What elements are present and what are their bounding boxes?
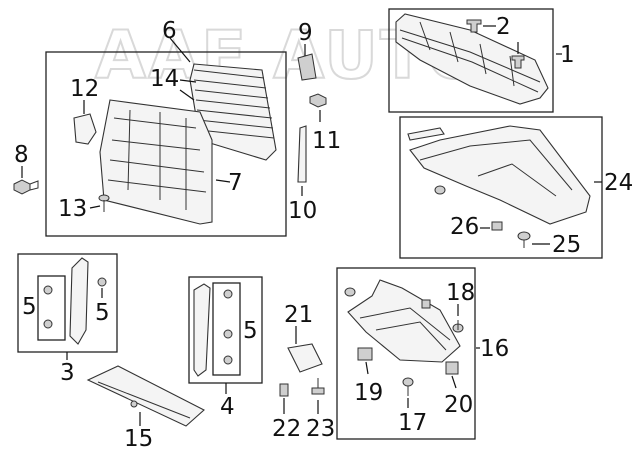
callout-20: 20 bbox=[444, 392, 473, 418]
callout-18: 18 bbox=[446, 280, 475, 306]
callout-12: 12 bbox=[70, 76, 99, 102]
bracket-part-4 bbox=[193, 283, 211, 377]
screw-part-13 bbox=[98, 194, 110, 212]
callout-24: 24 bbox=[604, 170, 633, 196]
fastener-part-23 bbox=[311, 378, 325, 395]
callout-1: 1 bbox=[560, 42, 575, 68]
callout-5-right-of-bracket-3: 5 bbox=[95, 300, 110, 326]
callout-26: 26 bbox=[450, 214, 479, 240]
callout-23: 23 bbox=[306, 416, 335, 442]
screws-part-5-right bbox=[223, 289, 233, 365]
callout-19: 19 bbox=[354, 380, 383, 406]
bracket-part-3 bbox=[69, 257, 89, 345]
fastener-part-22 bbox=[279, 383, 289, 397]
fastener-under-cover bbox=[434, 185, 446, 195]
callout-22: 22 bbox=[272, 416, 301, 442]
bolt-part-11 bbox=[309, 93, 327, 108]
fastener-splash-shield bbox=[344, 287, 356, 297]
group-box-radiator-shutter bbox=[45, 51, 287, 237]
screws-part-5-left bbox=[43, 277, 107, 329]
bolt-part-8 bbox=[13, 179, 39, 195]
under-cover-part bbox=[407, 125, 591, 225]
bracket-part-21 bbox=[287, 343, 323, 373]
clip-splash-shield bbox=[421, 299, 431, 309]
callout-6: 6 bbox=[162, 18, 177, 44]
callout-2: 2 bbox=[496, 14, 511, 40]
fastener-part-25 bbox=[517, 231, 531, 248]
splash-shield-part-16 bbox=[347, 279, 461, 363]
callout-17: 17 bbox=[398, 410, 427, 436]
callout-16: 16 bbox=[480, 336, 509, 362]
clip-part-20 bbox=[445, 361, 459, 375]
leader-lines bbox=[21, 25, 602, 426]
callout-10: 10 bbox=[288, 198, 317, 224]
group-box-cowl-panel bbox=[388, 8, 554, 113]
shutter-louvers-part bbox=[189, 63, 277, 161]
fastener-part-26 bbox=[491, 221, 503, 231]
clip-part-19 bbox=[357, 347, 373, 361]
group-box-under-cover bbox=[399, 116, 603, 259]
cowl-panel-part bbox=[395, 13, 549, 105]
callout-15: 15 bbox=[124, 426, 153, 452]
group-box-splash-shield bbox=[336, 267, 476, 440]
callout-7: 7 bbox=[228, 170, 243, 196]
callout-5-left: 5 bbox=[22, 294, 37, 320]
clip-part-12 bbox=[73, 113, 97, 145]
fastener-part-18 bbox=[452, 320, 464, 333]
callout-25: 25 bbox=[552, 232, 581, 258]
air-deflector-frame-part bbox=[99, 99, 213, 225]
callout-8: 8 bbox=[14, 142, 29, 168]
callout-13: 13 bbox=[58, 196, 87, 222]
callout-4: 4 bbox=[220, 394, 235, 420]
bracket-part-9 bbox=[297, 53, 317, 81]
shield-part-15 bbox=[86, 365, 205, 427]
callout-3: 3 bbox=[60, 360, 75, 386]
clip-part-2 bbox=[466, 19, 525, 69]
callout-21: 21 bbox=[284, 302, 313, 328]
inner-box-screws-right bbox=[212, 282, 241, 376]
callout-14: 14 bbox=[150, 66, 179, 92]
callout-labels: 1 2 3 4 5 5 5 6 7 8 9 10 11 12 13 14 15 … bbox=[14, 14, 633, 452]
callout-11: 11 bbox=[312, 128, 341, 154]
strip-part-10 bbox=[297, 125, 307, 183]
callout-9: 9 bbox=[298, 20, 313, 46]
fastener-part-17 bbox=[402, 377, 414, 396]
callout-5-bracket-4: 5 bbox=[243, 318, 258, 344]
inner-box-screws-left bbox=[37, 275, 66, 341]
